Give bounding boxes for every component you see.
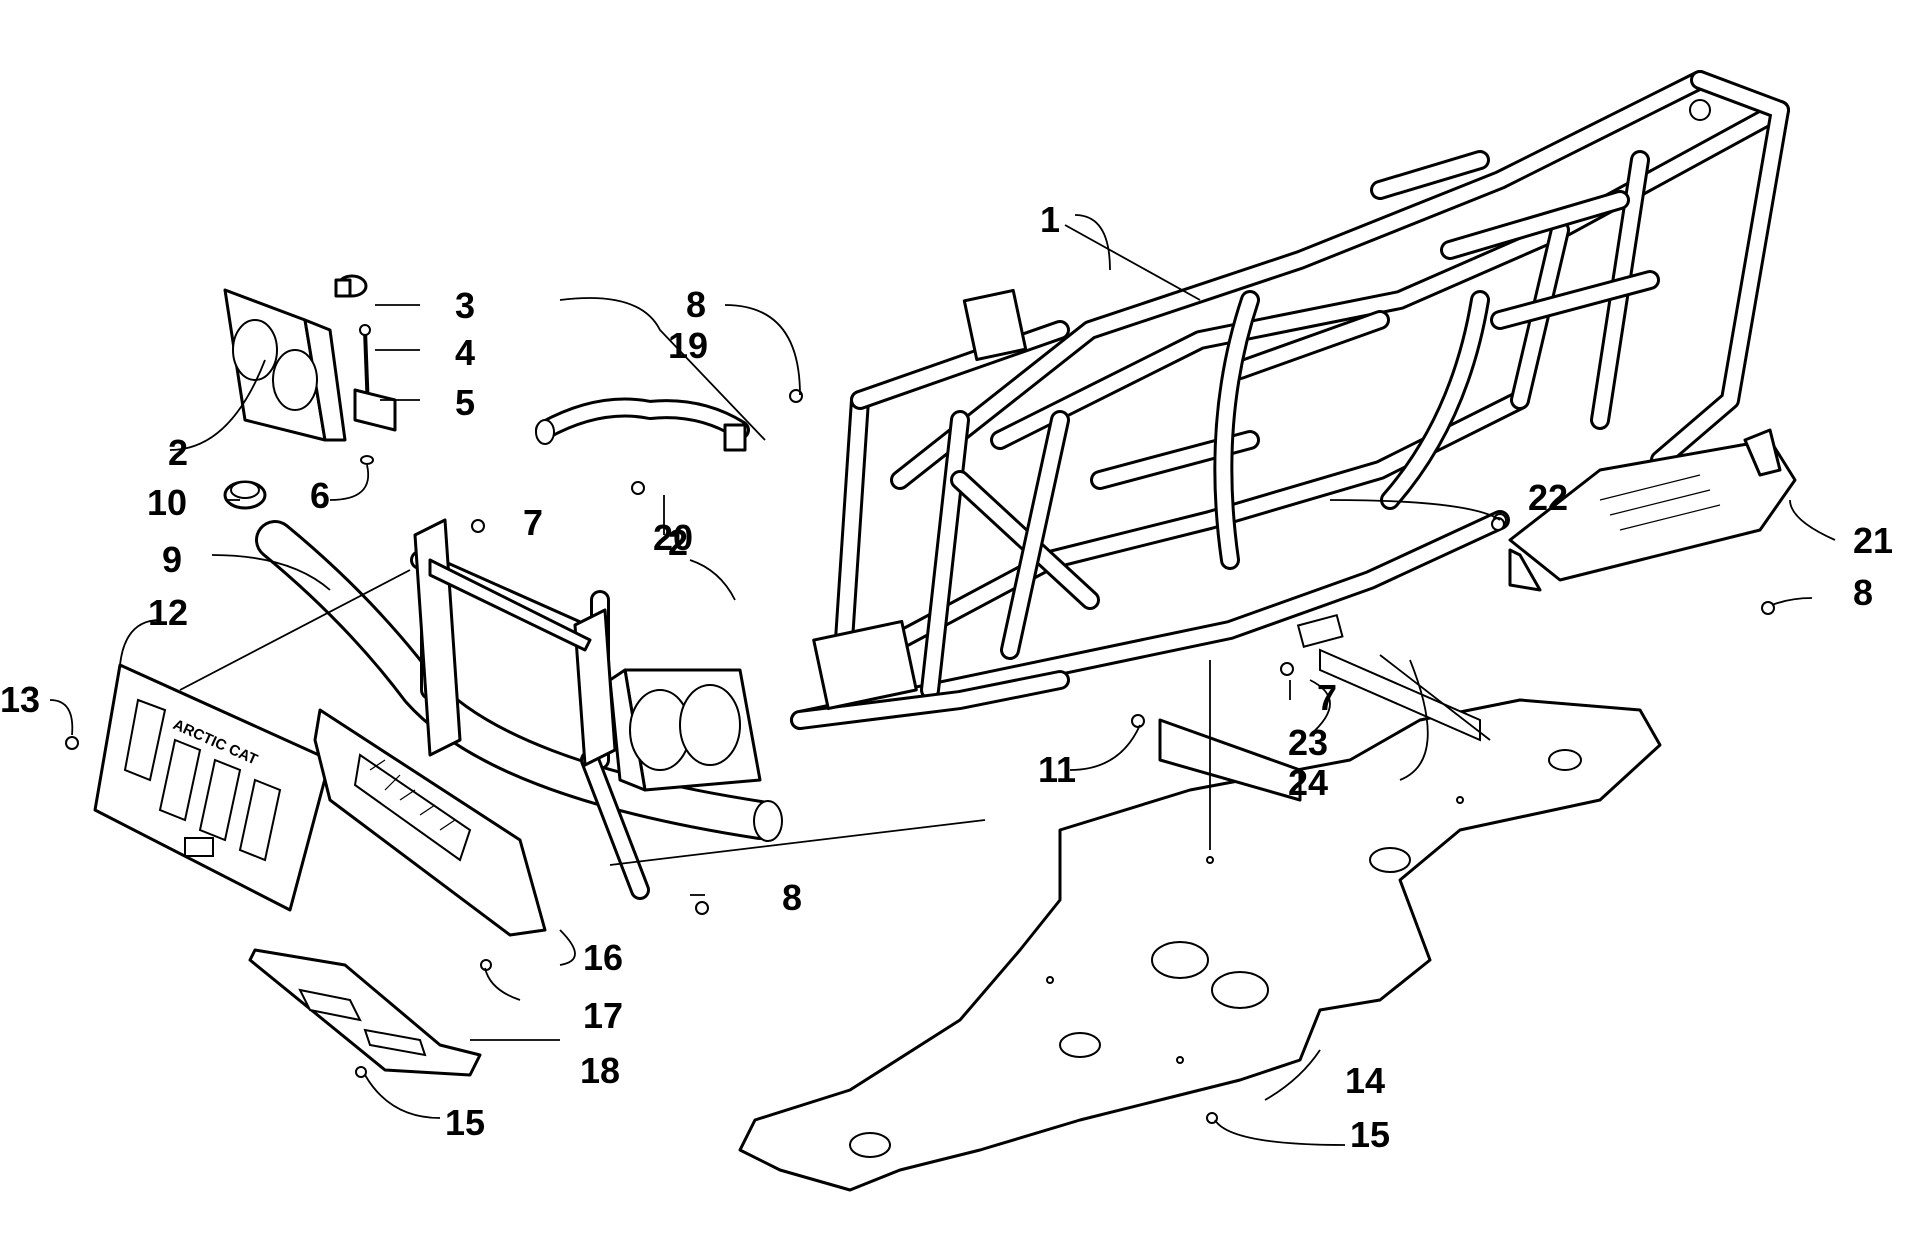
floor-panel [1158,718,1302,802]
callouts: 1 2 2 3 4 5 6 7 7 8 8 8 9 10 11 12 13 14… [0,199,1893,1155]
callout-8-top: 8 [686,284,706,325]
callout-7-frame: 7 [1317,677,1337,718]
callout-4: 4 [455,332,475,373]
headlight-right [608,668,762,792]
callout-8-bumper: 8 [782,877,802,918]
callout-24: 24 [1288,762,1328,803]
floor-panel-strip [1319,648,1481,742]
headlight-bracket [413,518,617,767]
lower-skid-plate [248,948,482,1077]
callout-15-belly: 15 [1350,1114,1390,1155]
callout-19: 19 [668,325,708,366]
main-frame [790,70,1790,730]
callout-23: 23 [1288,722,1328,763]
callout-13: 13 [0,679,40,720]
footrest [1508,428,1797,592]
front-bracket-bar [535,397,750,452]
headlight-left [223,288,347,442]
callout-14: 14 [1345,1060,1385,1101]
front-skid-bracket [313,708,547,937]
callout-20: 20 [653,517,693,558]
callout-3: 3 [455,285,475,326]
callout-6: 6 [310,475,330,516]
washer [360,455,374,465]
callout-22: 22 [1528,477,1568,518]
callout-2-left-headlight: 2 [168,432,188,473]
callout-12: 12 [148,592,188,633]
callout-15-lower: 15 [445,1102,485,1143]
front-grille: ARCTIC CAT [93,663,332,912]
callout-21: 21 [1853,520,1893,561]
headlight-mount-bracket [353,388,397,432]
callout-18: 18 [580,1050,620,1091]
callout-10: 10 [147,482,187,523]
fasteners [65,389,1775,1124]
callout-2-right-headlight: 2 [668,522,688,563]
callout-16: 16 [583,937,623,978]
callout-8-footrest: 8 [1853,572,1873,613]
callout-5: 5 [455,382,475,423]
callout-1: 1 [1040,199,1060,240]
callout-7-bracket: 7 [523,502,543,543]
leader-lines [49,214,1836,1146]
headlight-bolt [334,274,368,298]
callout-11: 11 [1038,749,1076,790]
callout-17: 17 [583,995,623,1036]
callout-9: 9 [162,539,182,580]
belly-pan [738,698,1662,1192]
grommet [223,480,267,510]
